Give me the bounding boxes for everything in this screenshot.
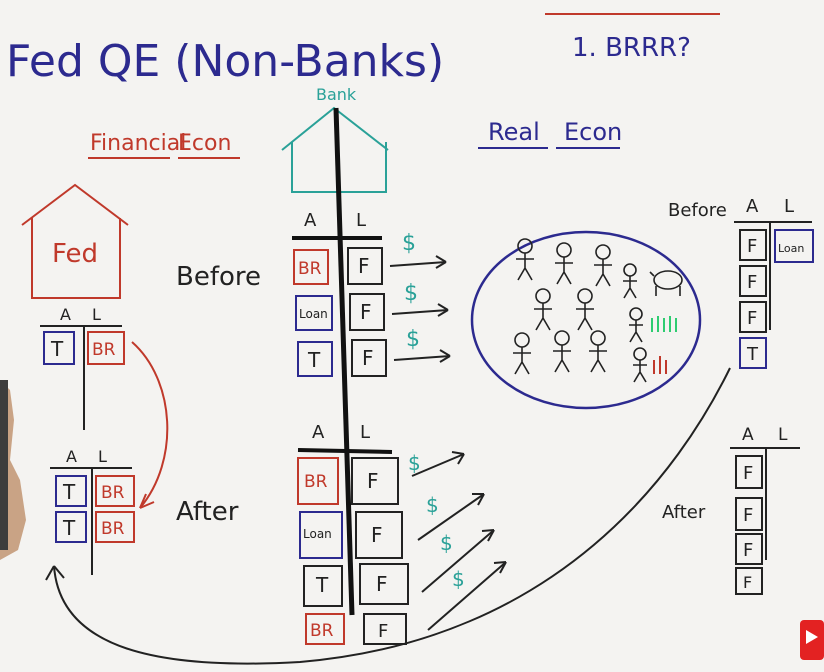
real-after-liabilities-header: L [778, 425, 788, 445]
real-before-asset-2: F [747, 308, 757, 329]
dollar-after-2: $ [440, 531, 453, 555]
bank-before-asset-1: Loan [299, 307, 328, 321]
stick-figure [576, 288, 594, 331]
real-after-asset-1: F [743, 505, 753, 526]
bank-after-asset-3: BR [310, 621, 334, 641]
fed-after-liabilities-header: L [98, 447, 107, 466]
dollar-after-1: $ [426, 493, 439, 517]
presenter-sleeve [0, 380, 8, 550]
top-right-note: 1. BRRR? [572, 33, 691, 63]
real-after-assets-header: A [742, 425, 754, 445]
stick-figures [513, 238, 683, 383]
bank-label: Bank [316, 85, 357, 104]
real-after-asset-0: F [743, 463, 753, 484]
fed-after-asset-1: T [62, 516, 76, 540]
page-title: Fed QE (Non-Banks) [6, 36, 444, 87]
stick-figure [633, 347, 647, 383]
bank-after-liabilities-header: L [360, 422, 370, 443]
financial-econ-label: Econ [178, 131, 231, 156]
crop-icons [651, 316, 677, 332]
fed-after-asset-0: T [62, 480, 76, 504]
play-icon [806, 630, 818, 644]
stick-figure [589, 330, 607, 373]
dollar-after-3: $ [452, 567, 465, 591]
fed-before-liabilities-header: L [92, 305, 101, 324]
fed-after-liability-1: BR [101, 519, 125, 539]
bank-after-liability-2: F [376, 572, 388, 596]
return-curve [53, 367, 731, 665]
stick-figure [516, 238, 534, 281]
bank-after-t-account: A L BR Loan T BR F F F F [297, 422, 409, 645]
fed-after-t-account: A L T T BR BR [50, 447, 135, 575]
return-curve-head [45, 565, 65, 581]
bank-before-asset-0: BR [298, 259, 322, 279]
dollar-before-1: $ [404, 281, 418, 306]
real-before-asset-0: F [747, 236, 757, 257]
bank-vertical-line [333, 107, 355, 616]
fed-before-assets-header: A [60, 305, 71, 324]
real-before-asset-3: T [746, 344, 759, 365]
before-label-right: Before [668, 200, 727, 221]
bank-after-asset-0: BR [304, 472, 328, 492]
real-economy-circle [470, 230, 702, 410]
real-before-assets-header: A [746, 196, 759, 217]
fed-label: Fed [52, 239, 98, 269]
bank-after-liability-1: F [371, 523, 383, 547]
after-flow-arrows: $ $ $ $ [408, 451, 507, 631]
dollar-before-2: $ [406, 327, 420, 352]
bank-before-asset-2: T [307, 348, 321, 372]
real-after-asset-2: F [743, 540, 753, 561]
stick-figure [623, 263, 637, 299]
stick-figure [534, 288, 552, 331]
fed-curved-arrow-head [139, 493, 155, 509]
real-econ-label: Econ [564, 118, 622, 146]
stick-figure [629, 307, 643, 343]
real-after-t-account: A L F F F F [730, 425, 800, 595]
dollar-before-0: $ [402, 231, 416, 256]
real-label: Real [488, 118, 540, 146]
fed-after-assets-header: A [66, 447, 77, 466]
before-label-mid: Before [176, 262, 261, 292]
stick-figure [594, 244, 612, 287]
after-label-right: After [662, 502, 706, 523]
bank-after-assets-header: A [312, 422, 325, 443]
after-label-mid: After [176, 497, 239, 527]
fed-before-liability-0: BR [92, 340, 116, 360]
fed-after-liability-0: BR [101, 483, 125, 503]
sheep-icon [649, 270, 683, 296]
bank-before-liability-2: F [362, 346, 374, 370]
bank-before-liability-1: F [360, 300, 372, 324]
real-before-liability-0: Loan [778, 242, 804, 255]
goods-icons [653, 356, 667, 374]
stick-figure [555, 242, 573, 285]
financial-label: Financial [90, 131, 186, 156]
bank-after-liability-0: F [367, 469, 379, 493]
real-before-asset-1: F [747, 272, 757, 293]
fed-curved-arrow [131, 341, 169, 509]
fed-before-asset-0: T [50, 337, 64, 361]
real-after-asset-3: F [743, 573, 752, 592]
real-before-t-account: A L F F F T Loan [734, 196, 814, 369]
subscribe-badge[interactable] [800, 620, 824, 660]
dollar-after-0: $ [408, 451, 421, 475]
real-before-liabilities-header: L [784, 196, 794, 217]
bank-after-asset-1: Loan [303, 527, 332, 541]
bank-before-liabilities-header: L [356, 210, 366, 231]
bank-after-liability-3: F [378, 621, 388, 642]
bank-before-t-account: A L BR Loan T F F F [292, 210, 387, 377]
stick-figure [553, 330, 571, 373]
bank-after-asset-2: T [315, 573, 329, 597]
stick-figure [513, 332, 531, 375]
bank-before-liability-0: F [358, 254, 370, 278]
fed-before-t-account: A L T BR [40, 305, 125, 430]
fed-house [21, 183, 129, 299]
bank-before-assets-header: A [304, 210, 317, 231]
before-flow-arrows: $ $ $ [389, 231, 451, 363]
